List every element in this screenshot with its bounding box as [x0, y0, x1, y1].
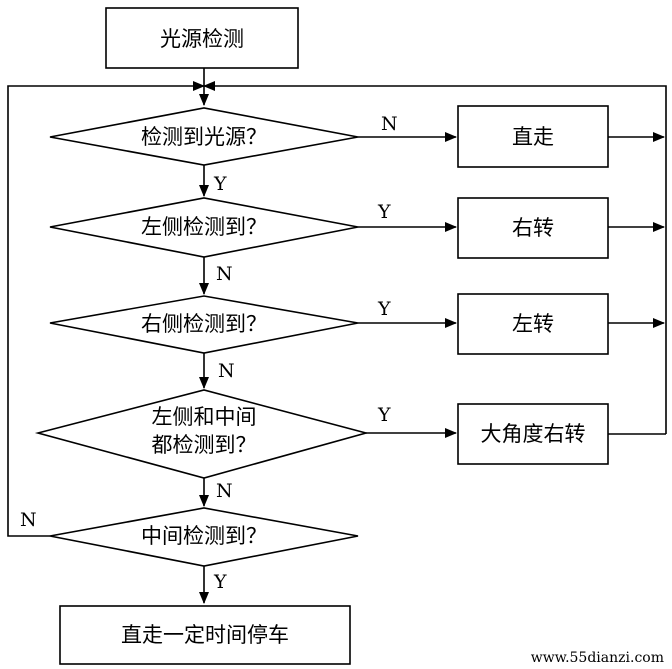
edge-loop-left [7, 81, 205, 537]
decision-5-label: 中间检测到？ [141, 524, 267, 548]
start-label: 光源检测 [160, 27, 244, 51]
decision-3 [49, 295, 359, 354]
label-d4-yes: Y [377, 404, 391, 426]
action-2-label: 右转 [512, 216, 554, 240]
action-2-box [457, 197, 609, 259]
decision-4-label-line1: 左侧和中间 [152, 405, 257, 429]
nodes: 光源检测 检测到光源？ 左侧检测到？ 右侧检测到？ 左侧和中间 都检测到？ 中间… [34, 7, 609, 665]
end-box [59, 605, 351, 665]
label-d3-yes: Y [377, 298, 391, 320]
start-box [105, 7, 299, 69]
action-4-label: 大角度右转 [481, 422, 586, 446]
connectors [7, 68, 667, 604]
label-d4-no: N [216, 480, 233, 502]
label-d5-no: N [20, 509, 37, 531]
decision-5 [49, 507, 359, 567]
action-3-box [457, 293, 609, 355]
label-d2-yes: Y [377, 201, 391, 223]
label-d2-no: N [216, 263, 233, 285]
label-d1-yes: Y [213, 173, 227, 195]
decision-3-label: 右侧检测到？ [141, 312, 267, 336]
decision-4 [34, 389, 370, 479]
action-1-label: 直走 [512, 125, 554, 149]
action-3-label: 左转 [512, 312, 554, 336]
label-d1-no: N [381, 113, 398, 135]
end-label: 直走一定时间停车 [121, 623, 289, 647]
edge-loop-right [203, 81, 667, 434]
edge-labels: N Y Y N Y N Y N N Y [20, 113, 398, 593]
decision-2-label: 左侧检测到？ [141, 215, 267, 239]
action-4-box [457, 403, 609, 465]
decision-4-label-line2: 都检测到？ [152, 433, 257, 457]
label-d3-no: N [218, 360, 235, 382]
label-d5-yes: Y [213, 571, 227, 593]
decision-2 [49, 197, 359, 258]
action-1-box [457, 105, 609, 168]
decision-1-label: 检测到光源？ [141, 125, 267, 149]
watermark: www.55dianzi.com [531, 650, 664, 666]
decision-1 [49, 107, 359, 166]
